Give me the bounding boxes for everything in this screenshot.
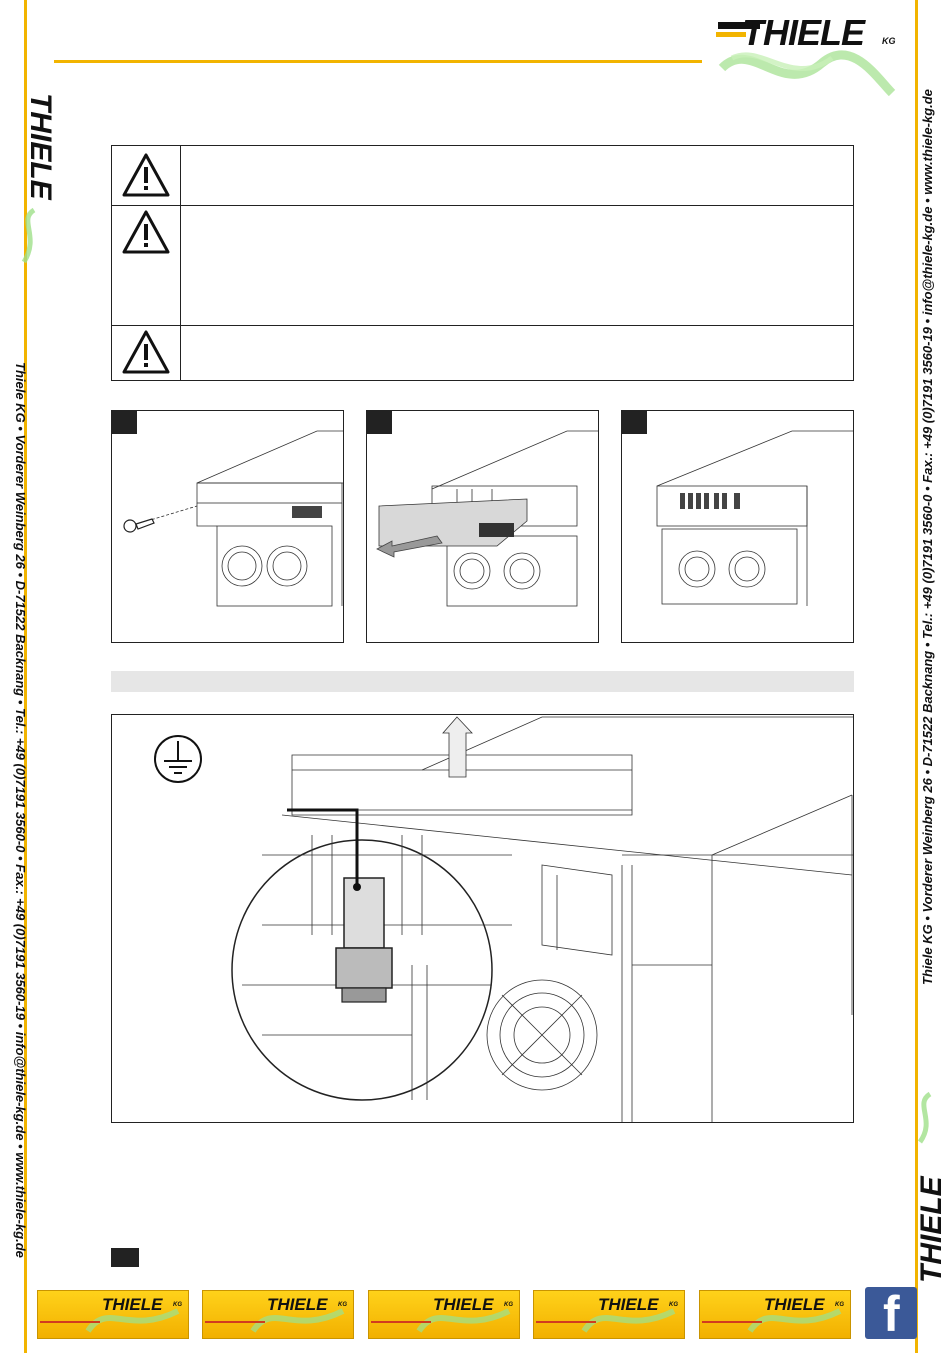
header-rule bbox=[54, 60, 702, 63]
cover-removed-drawing bbox=[656, 430, 853, 606]
warning-triangle-icon bbox=[122, 330, 170, 374]
left-side-logo: THIELE bbox=[4, 66, 57, 266]
warning-row bbox=[112, 326, 853, 380]
cover-removal-drawing bbox=[376, 430, 598, 607]
header-logo: THIELE KG bbox=[712, 8, 902, 108]
footer-logo-banner[interactable]: THIELE KG bbox=[699, 1290, 851, 1339]
left-contact-text: Thiele KG • Vorderer Weinberg 26 • D-715… bbox=[13, 362, 28, 1258]
footer-logo-text: THIELE bbox=[102, 1295, 163, 1314]
footer-logo-suffix: KG bbox=[835, 1302, 844, 1308]
right-logo-text: THIELE bbox=[915, 1176, 948, 1283]
footer-logo-banner[interactable]: THIELE KG bbox=[533, 1290, 685, 1339]
step-1-illustration bbox=[111, 410, 344, 643]
footer-logo-suffix: KG bbox=[338, 1302, 347, 1308]
footer-logo-banner[interactable]: THIELE KG bbox=[37, 1290, 189, 1339]
facebook-glyph: f bbox=[883, 1286, 900, 1342]
header-logo-text: THIELE bbox=[742, 12, 865, 53]
footer-logo-banner[interactable]: THIELE KG bbox=[202, 1290, 354, 1339]
warning-icon-cell bbox=[112, 146, 181, 205]
warning-triangle-icon bbox=[122, 210, 170, 254]
header-logo-suffix: KG bbox=[882, 36, 896, 46]
left-logo-text: THIELE bbox=[24, 93, 57, 200]
warning-triangle-icon bbox=[122, 153, 170, 197]
step-number-badge bbox=[112, 411, 137, 434]
warning-table bbox=[111, 145, 854, 381]
step-number-badge bbox=[622, 411, 647, 434]
step-number-badge bbox=[367, 411, 392, 434]
ground-detail-illustration bbox=[111, 714, 854, 1123]
section-bar bbox=[111, 671, 854, 692]
cabinet-unlock-drawing bbox=[123, 430, 343, 607]
ground-bolt-drawing bbox=[231, 716, 853, 1122]
step-2-illustration bbox=[366, 410, 599, 643]
footer-logo-suffix: KG bbox=[669, 1302, 678, 1308]
warning-row bbox=[112, 206, 853, 326]
footer-logo-suffix: KG bbox=[173, 1302, 182, 1308]
footer-logo-text: THIELE bbox=[598, 1295, 659, 1314]
right-accent-bar bbox=[915, 0, 918, 1353]
page-number-badge bbox=[111, 1248, 139, 1267]
left-accent-bar bbox=[24, 0, 27, 1353]
right-contact-text: Thiele KG • Vorderer Weinberg 26 • D-715… bbox=[920, 89, 935, 985]
warning-icon-cell bbox=[112, 326, 181, 380]
right-side-logo: THIELE bbox=[898, 1090, 948, 1290]
step-3-illustration bbox=[621, 410, 854, 643]
footer-logo-text: THIELE bbox=[764, 1295, 825, 1314]
facebook-icon[interactable]: f bbox=[865, 1287, 917, 1339]
protective-earth-icon bbox=[154, 735, 202, 783]
footer-logo-suffix: KG bbox=[504, 1302, 513, 1308]
footer-logo-text: THIELE bbox=[267, 1295, 328, 1314]
footer-logo-banner[interactable]: THIELE KG bbox=[368, 1290, 520, 1339]
warning-icon-cell bbox=[112, 206, 181, 325]
footer-logo-text: THIELE bbox=[433, 1295, 494, 1314]
warning-row bbox=[112, 146, 853, 206]
